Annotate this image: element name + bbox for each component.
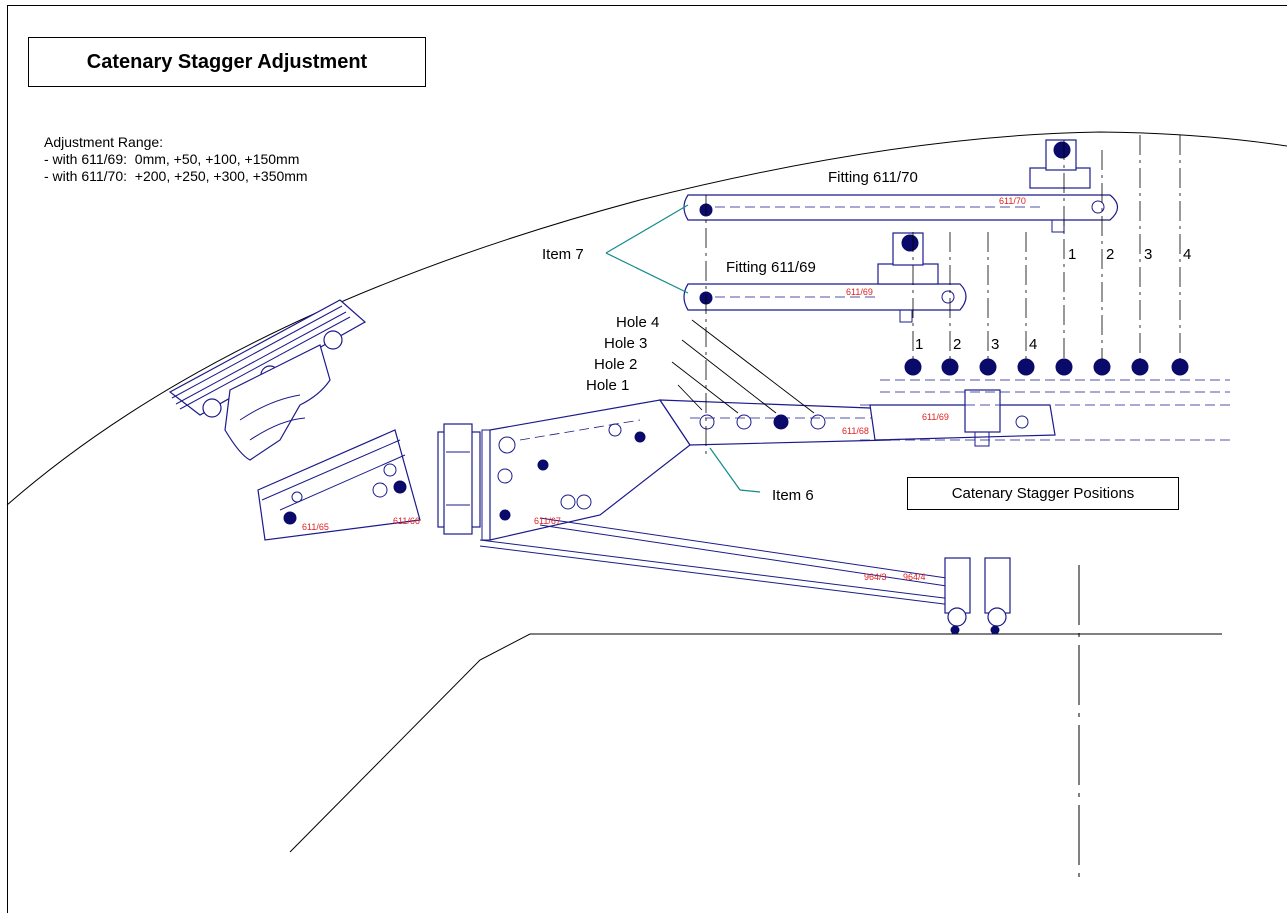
fitting-611-69-installed <box>860 389 1230 447</box>
upper-position-4: 4 <box>1183 246 1191 263</box>
part-611-69-fitting: 611/69 <box>846 287 873 297</box>
lower-position-2: 2 <box>953 336 961 353</box>
item-6-label: Item 6 <box>772 487 814 504</box>
upper-position-2: 2 <box>1106 246 1114 263</box>
title-box: Catenary Stagger Adjustment <box>28 37 426 87</box>
insulator-assembly <box>168 299 367 461</box>
part-611-68: 611/68 <box>842 426 869 436</box>
fitting-611-69-label: Fitting 611/69 <box>726 259 816 276</box>
stagger-position-bolts <box>880 358 1230 393</box>
bracket-611-67 <box>489 399 691 541</box>
drawing-frame <box>7 5 1287 913</box>
upper-position-1: 1 <box>1068 246 1076 263</box>
part-964-4: 964/4 <box>903 572 926 582</box>
fitting-611-69 <box>683 232 967 323</box>
fitting-611-70 <box>683 139 1119 233</box>
lower-position-1: 1 <box>915 336 923 353</box>
fitting-611-70-label: Fitting 611/70 <box>828 169 918 186</box>
hole-4-label: Hole 4 <box>616 314 659 331</box>
stay-tubes-964 <box>479 517 1011 635</box>
part-611-69-installed: 611/69 <box>922 412 949 422</box>
catenary-stagger-positions-label: Catenary Stagger Positions <box>907 477 1179 510</box>
lower-position-4: 4 <box>1029 336 1037 353</box>
adjustment-range-note: Adjustment Range: - with 611/69: 0mm, +5… <box>44 134 308 185</box>
lower-position-3: 3 <box>991 336 999 353</box>
position-guide-lines <box>705 135 1181 455</box>
part-611-65: 611/65 <box>302 522 329 532</box>
adjustment-line-611-70: - with 611/70: +200, +250, +300, +350mm <box>44 168 308 184</box>
adjustment-line-611-69: - with 611/69: 0mm, +50, +100, +150mm <box>44 151 300 167</box>
item-7-label: Item 7 <box>542 246 584 263</box>
arm-611-68 <box>658 399 892 446</box>
tunnel-roof-arc <box>6 131 1287 506</box>
upper-position-3: 3 <box>1144 246 1152 263</box>
hole-1-label: Hole 1 <box>586 377 629 394</box>
adjustment-heading: Adjustment Range: <box>44 134 164 150</box>
bracket-611-65-66 <box>257 429 421 541</box>
positions-label-text: Catenary Stagger Positions <box>951 485 1135 502</box>
hole-2-label: Hole 2 <box>594 356 637 373</box>
part-611-70: 611/70 <box>999 196 1026 206</box>
item-7-leaders <box>605 204 761 493</box>
tunnel-lower-contour <box>289 633 1222 853</box>
hinge-block <box>437 423 491 541</box>
part-611-67: 611/67 <box>534 516 561 526</box>
part-964-3: 964/3 <box>864 572 887 582</box>
part-611-66: 611/66 <box>393 516 420 526</box>
hole-leaders <box>671 319 815 414</box>
page-title: Catenary Stagger Adjustment <box>86 50 368 73</box>
hole-3-label: Hole 3 <box>604 335 647 352</box>
